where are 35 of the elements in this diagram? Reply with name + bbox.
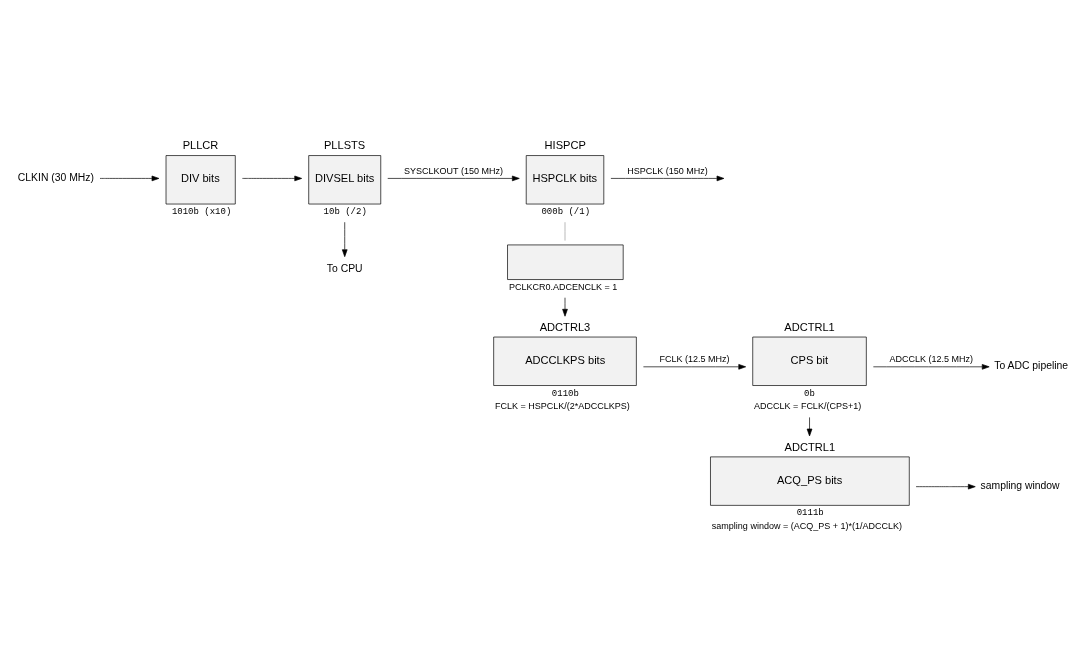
node-text: To ADC pipeline — [994, 359, 1069, 371]
node-label: 1010b (x10) — [171, 206, 232, 217]
arrow — [341, 221, 348, 257]
node-label: ADCCLK = FCLK/(CPS+1) — [754, 400, 862, 411]
arrow — [242, 175, 302, 181]
node-label: FCLK = HSPCLK/(2*ADCCLKPS) — [495, 400, 630, 411]
arrow — [915, 483, 976, 489]
node-label: PCLKCR0.ADCENCLK = 1 — [508, 281, 618, 292]
node-label: 0b — [803, 388, 815, 398]
node-label: 000b (/1) — [541, 206, 591, 217]
edge-label: FCLK (12.5 MHz) — [659, 353, 730, 364]
connector — [564, 221, 566, 241]
node-label: sampling window = (ACQ_PS + 1)*(1/ADCCLK) — [711, 520, 902, 531]
node-label: PLLSTS — [323, 138, 366, 151]
arrow — [806, 416, 813, 436]
node-label: ADCTRL1 — [784, 440, 836, 452]
node-label: 10b (/2) — [323, 206, 367, 217]
arrow — [873, 363, 990, 370]
node-text: sampling window — [980, 479, 1060, 491]
arrow — [643, 363, 747, 370]
node-label: 0110b — [551, 388, 579, 398]
arrow — [387, 175, 520, 181]
node-label: 0111b — [796, 507, 824, 518]
node-label: PLLCR — [182, 138, 219, 151]
node-label: ADCTRL1 — [784, 320, 835, 333]
arrow — [610, 175, 725, 181]
arrow — [99, 175, 160, 181]
edge-label: HSPCLK (150 MHz) — [627, 165, 708, 176]
arrow — [562, 296, 568, 317]
node-text: CLKIN (30 MHz) — [17, 171, 94, 183]
node-label: ADCTRL3 — [539, 320, 591, 333]
node-label: HISPCP — [544, 138, 586, 151]
edge-label: ADCCLK (12.5 MHz) — [889, 353, 974, 364]
node-text: To CPU — [326, 262, 363, 274]
edge-label: SYSCLKOUT (150 MHz) — [404, 165, 503, 176]
